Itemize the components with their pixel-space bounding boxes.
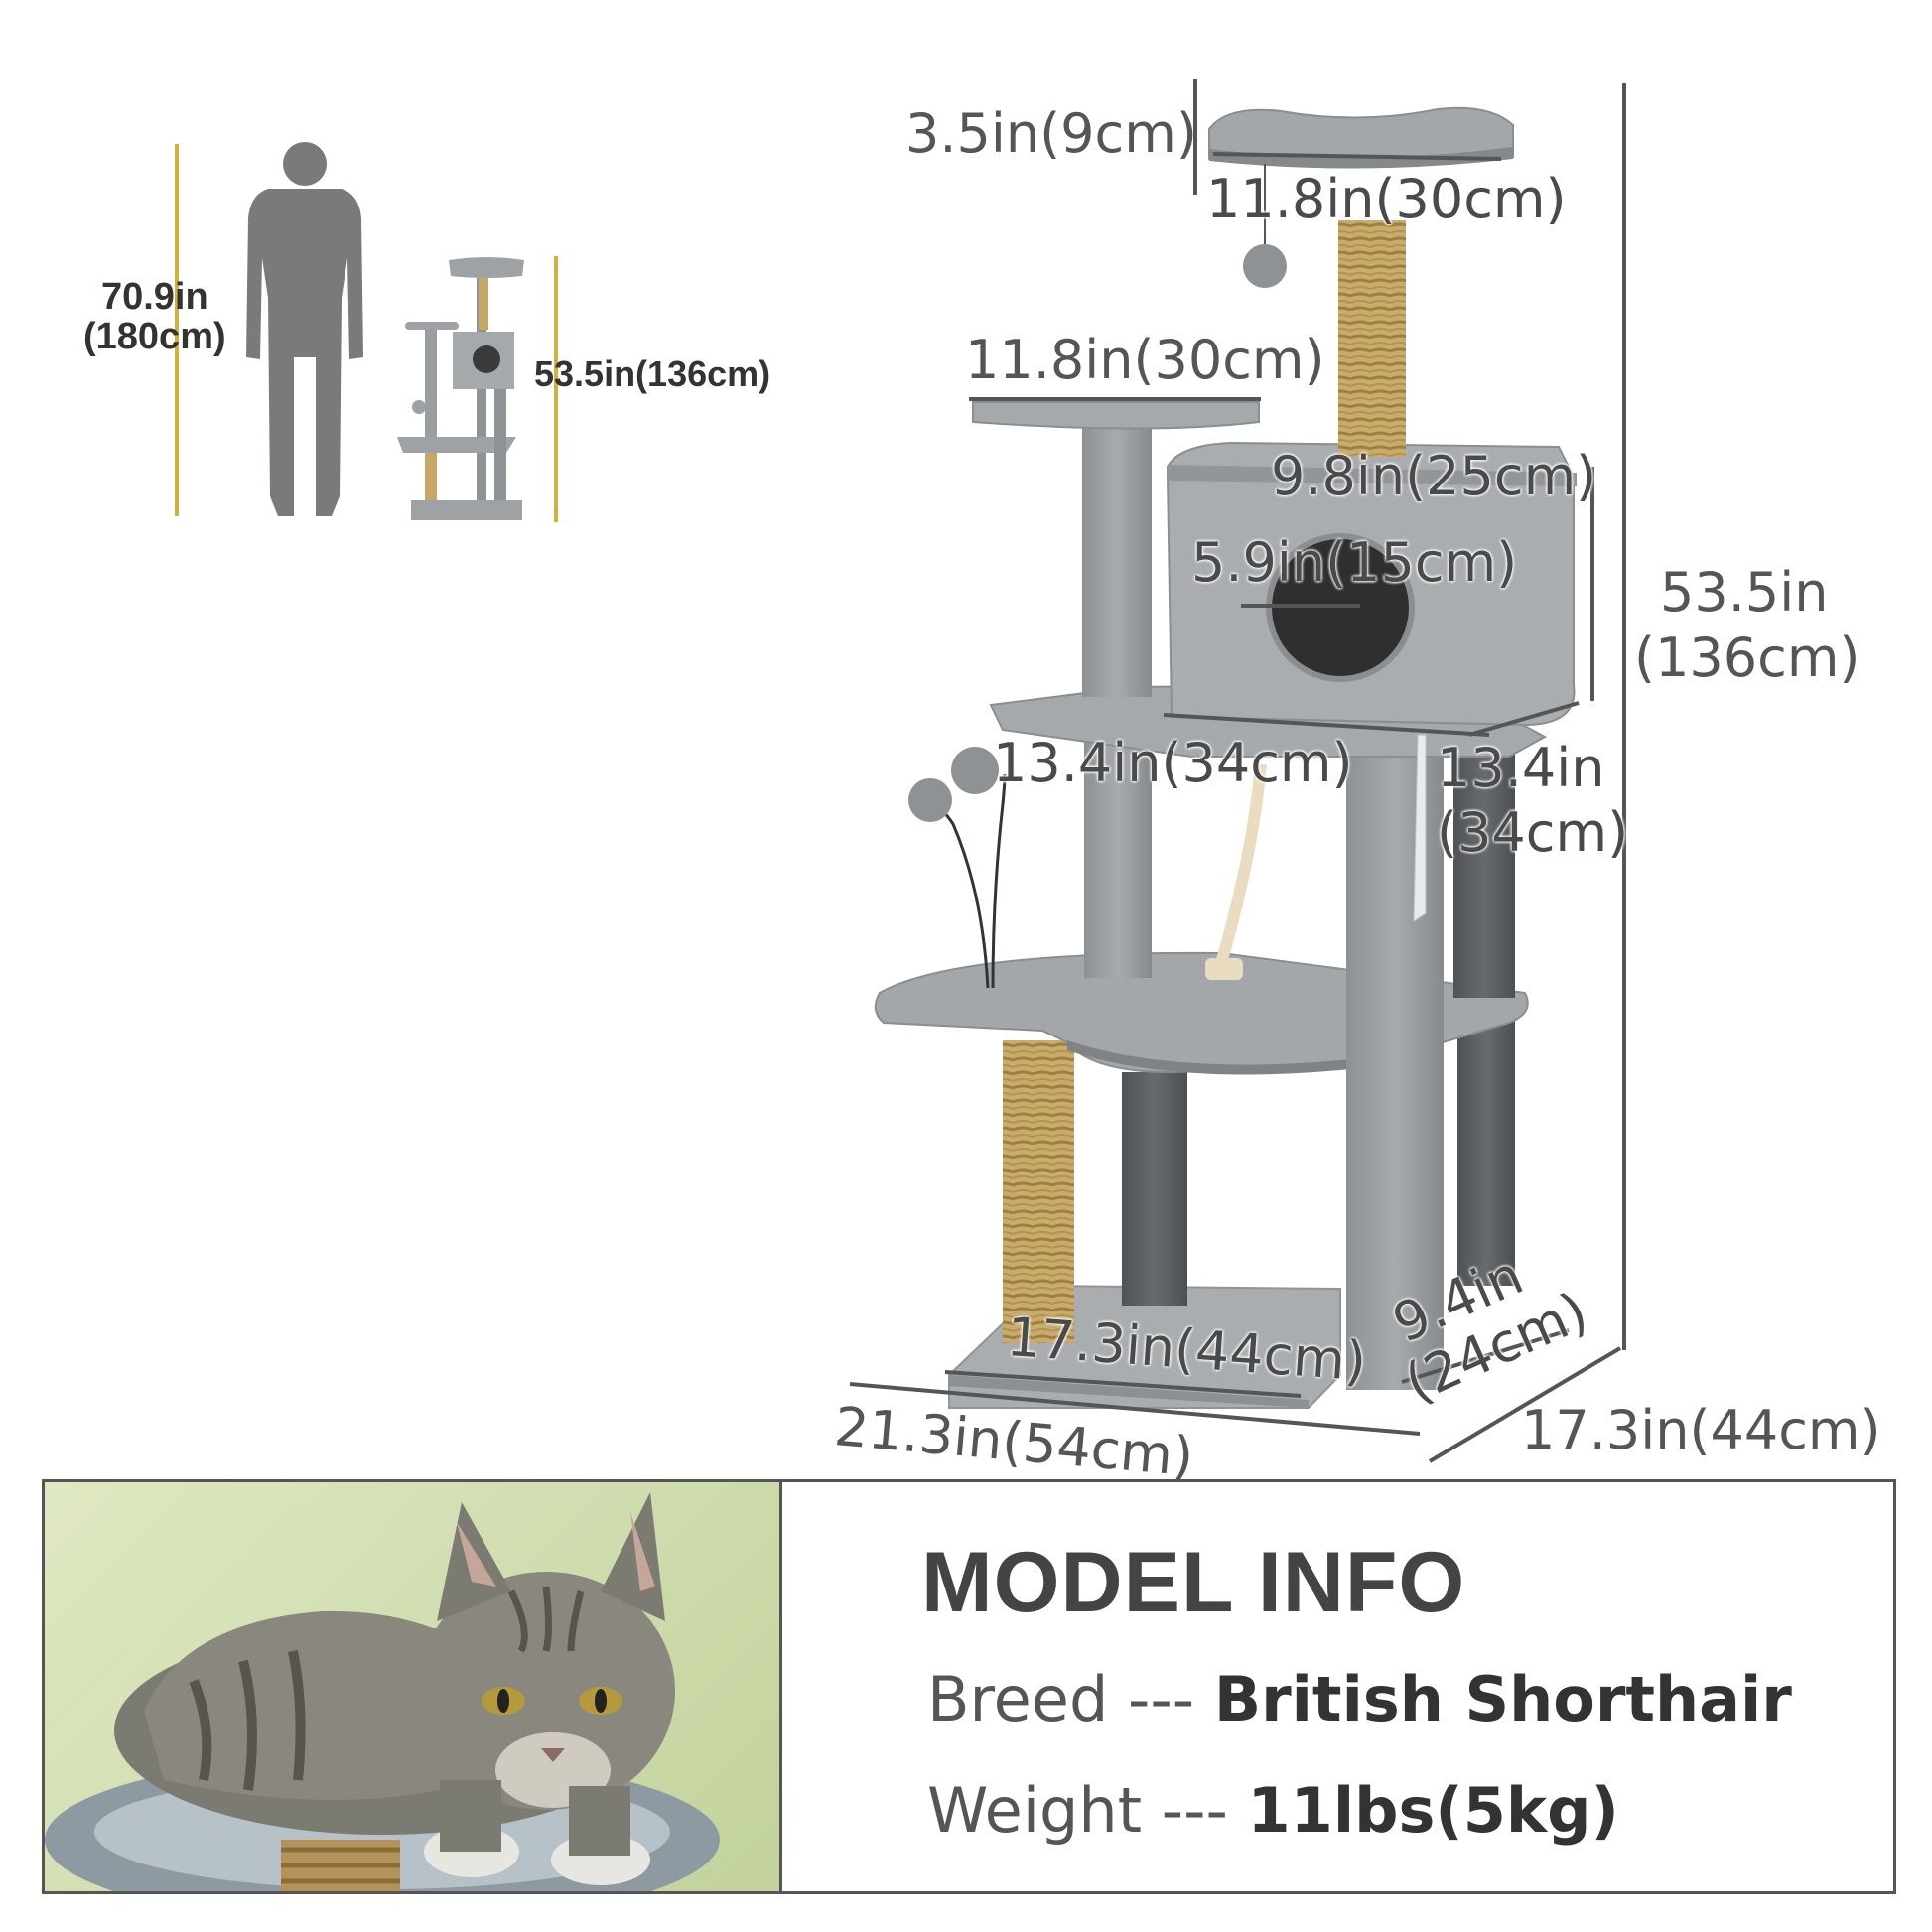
model-info-panel: MODEL INFO Breed --- British Shorthair W… [42,1479,1896,1894]
breed-row: Breed --- British Shorthair [927,1663,1792,1735]
dimension-lines [849,79,1626,1463]
dim-base-width [944,1370,1302,1398]
pompom-toy-a [951,747,999,794]
rear-post-dark [1122,1072,1187,1306]
human-height-label: 70.9in (180cm) [83,276,226,357]
mini-cat-tree [397,256,558,522]
breed-label: Breed --- [927,1663,1214,1735]
human-silhouette [175,142,363,516]
pompom-toy-top [1243,244,1287,288]
top-perch-height-label: 3.5in(9cm) [905,102,1197,165]
dim-condo-depth [1468,701,1580,737]
side-perch [972,401,1260,430]
post-upper-left [1082,427,1152,697]
dim-base-depth [1401,1328,1570,1384]
post-mid-left [1084,735,1152,978]
weight-value: 11lbs(5kg) [1247,1774,1619,1847]
dim-overall-width [849,1382,1421,1436]
condo-depth-label-line1: 13.4in [1437,737,1605,799]
dim-condo-base [1163,713,1490,737]
model-info-text: MODEL INFO Breed --- British Shorthair W… [782,1482,1893,1891]
model-info-title: MODEL INFO [921,1535,1466,1630]
pompom-toy-b [908,778,952,822]
weight-label: Weight --- [927,1774,1248,1847]
rear-post-right [1457,993,1515,1286]
main-cat-tree [874,106,1577,1409]
sisal-post-lower [1003,1040,1074,1343]
breed-value: British Shorthair [1213,1663,1792,1735]
tree-height-line [554,256,558,522]
dim-top-perch-width [1212,152,1502,161]
total-height-label-line2: (136cm) [1634,626,1861,689]
condo-base-width-label: 13.4in(34cm) [993,732,1353,794]
model-cat-photo [45,1482,782,1891]
tree-height-label: 53.5in(136cm) [534,353,771,394]
sisal-post-top [1338,220,1406,457]
condo-depth-label-line2: (34cm) [1437,801,1629,864]
human-height-line [175,144,179,516]
weight-row: Weight --- 11lbs(5kg) [927,1774,1619,1847]
total-height-label-line1: 53.5in [1660,561,1829,623]
condo-width-label: 9.8in(25cm) [1271,445,1597,507]
top-perch-width-label: 11.8in(30cm) [1206,168,1567,230]
hanging-rope [1215,763,1267,965]
condo-opening-label: 5.9in(15cm) [1191,531,1518,594]
dim-overall-depth [1428,1346,1622,1463]
overall-depth-label: 17.3in(44cm) [1521,1399,1881,1461]
post-front-right [1346,755,1444,1390]
side-perch-width-label: 11.8in(30cm) [965,329,1325,391]
cat-photo-illustration [45,1492,720,1891]
